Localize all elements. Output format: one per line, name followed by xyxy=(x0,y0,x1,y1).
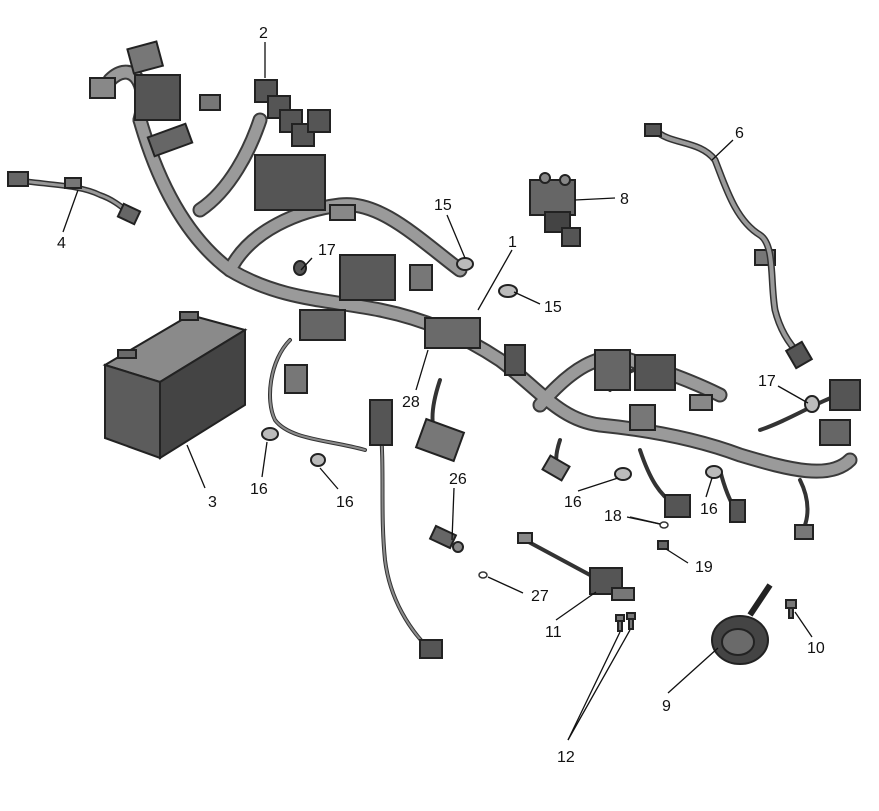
leader-lines xyxy=(62,42,813,741)
callout-16-c: 16 xyxy=(564,494,582,511)
callout-8: 8 xyxy=(620,191,629,208)
callout-labels: 1 2 3 4 6 8 9 10 11 12 15 15 16 16 16 16… xyxy=(57,25,825,766)
o-ring xyxy=(478,571,488,579)
relays xyxy=(254,79,331,147)
callout-11: 11 xyxy=(545,624,562,641)
sensor xyxy=(517,532,635,601)
screws xyxy=(615,612,636,632)
nut xyxy=(657,540,669,550)
callout-10: 10 xyxy=(807,640,825,657)
callout-2: 2 xyxy=(259,25,268,42)
callout-3: 3 xyxy=(208,494,217,511)
callout-17-right: 17 xyxy=(758,373,776,390)
callout-4: 4 xyxy=(57,235,66,252)
callout-18: 18 xyxy=(604,508,622,525)
callout-26: 26 xyxy=(449,471,467,488)
callout-1: 1 xyxy=(508,234,517,251)
clamps-and-clips xyxy=(261,257,820,481)
callout-15-mid: 15 xyxy=(544,299,562,316)
callout-27: 27 xyxy=(531,588,549,605)
harness-connectors xyxy=(89,40,861,659)
horn xyxy=(711,583,773,665)
sub-harness-left xyxy=(7,171,142,226)
callout-17-top: 17 xyxy=(318,242,336,259)
callout-9: 9 xyxy=(662,698,671,715)
callout-12: 12 xyxy=(557,749,575,766)
callout-16-a: 16 xyxy=(250,481,268,498)
horn-bolt xyxy=(785,599,797,619)
battery xyxy=(102,311,248,460)
callout-15-top: 15 xyxy=(434,197,452,214)
callout-28: 28 xyxy=(402,394,420,411)
callout-6: 6 xyxy=(735,125,744,142)
callout-16-d: 16 xyxy=(700,501,718,518)
callout-16-b: 16 xyxy=(336,494,354,511)
cable-right xyxy=(644,123,814,370)
sensor-plug xyxy=(428,524,464,553)
solenoid xyxy=(529,172,581,247)
callout-19: 19 xyxy=(695,559,713,576)
